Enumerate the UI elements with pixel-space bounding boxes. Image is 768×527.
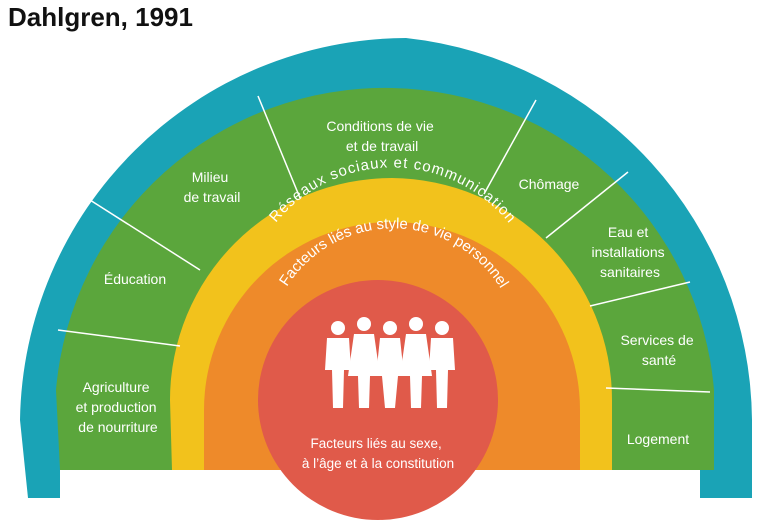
people-group-icon bbox=[325, 317, 455, 408]
segment-milieu: Milieu de travail bbox=[184, 169, 241, 205]
segment-chomage: Chômage bbox=[519, 176, 580, 192]
segment-eau: Eau et installations sanitaires bbox=[591, 224, 668, 280]
core-circle bbox=[258, 280, 498, 520]
segment-education: Éducation bbox=[104, 271, 166, 287]
segment-sante: Services de santé bbox=[620, 332, 697, 368]
figure-heading: Dahlgren, 1991 bbox=[8, 2, 193, 32]
segment-dividers bbox=[57, 95, 711, 393]
segment-conditions: Conditions de vie et de travail bbox=[326, 118, 437, 154]
segment-agriculture: Agriculture et production de nourriture bbox=[76, 379, 161, 435]
core-label: Facteurs liés au sexe, à l’âge et à la c… bbox=[302, 436, 454, 471]
segment-logement: Logement bbox=[627, 431, 689, 447]
